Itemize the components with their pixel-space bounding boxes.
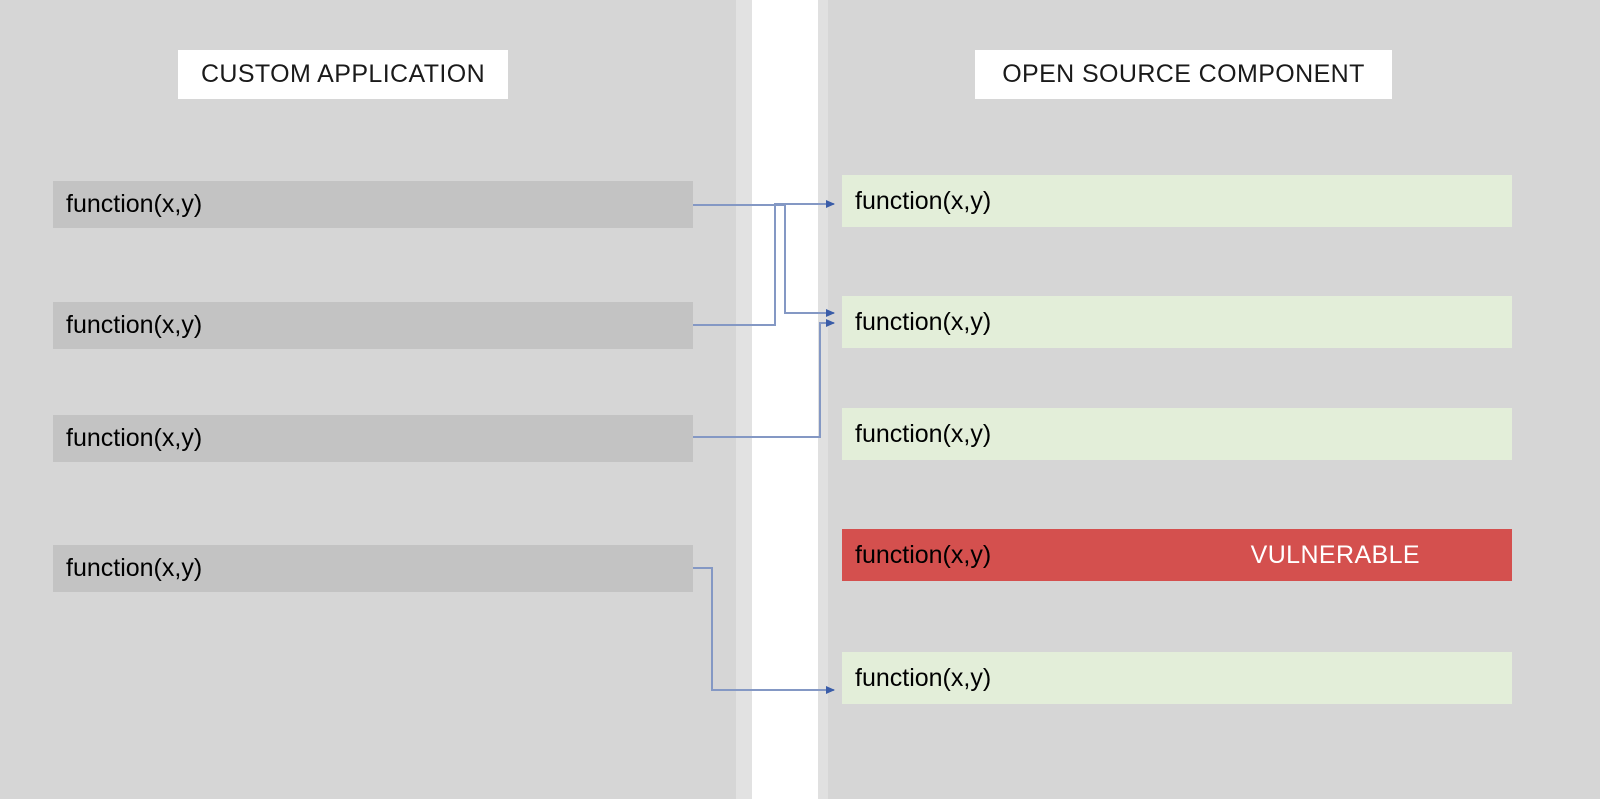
oss-function-box[interactable]: function(x,y) xyxy=(842,175,1512,227)
custom-application-header: CUSTOM APPLICATION xyxy=(178,50,508,99)
oss-function-box[interactable]: function(x,y) xyxy=(842,296,1512,348)
divider-band-right-edge xyxy=(818,0,828,799)
divider-band xyxy=(752,0,818,799)
divider-band-left-edge xyxy=(736,0,752,799)
custom-function-label: function(x,y) xyxy=(66,424,203,452)
custom-function-box[interactable]: function(x,y) xyxy=(53,545,693,592)
custom-function-box[interactable]: function(x,y) xyxy=(53,181,693,228)
custom-function-label: function(x,y) xyxy=(66,311,203,339)
oss-function-label: function(x,y) xyxy=(855,663,992,692)
oss-function-label: function(x,y) xyxy=(855,186,992,215)
oss-function-label: function(x,y) xyxy=(855,540,992,569)
vulnerable-badge: VULNERABLE xyxy=(1250,540,1420,569)
custom-function-box[interactable]: function(x,y) xyxy=(53,302,693,349)
custom-function-box[interactable]: function(x,y) xyxy=(53,415,693,462)
custom-function-label: function(x,y) xyxy=(66,554,203,582)
oss-function-box[interactable]: function(x,y) xyxy=(842,408,1512,460)
open-source-component-header: OPEN SOURCE COMPONENT xyxy=(975,50,1392,99)
oss-function-label: function(x,y) xyxy=(855,307,992,336)
custom-function-label: function(x,y) xyxy=(66,190,203,218)
oss-function-box[interactable]: function(x,y) xyxy=(842,652,1512,704)
oss-function-box-vulnerable[interactable]: function(x,y) VULNERABLE xyxy=(842,529,1512,581)
oss-function-label: function(x,y) xyxy=(855,419,992,448)
